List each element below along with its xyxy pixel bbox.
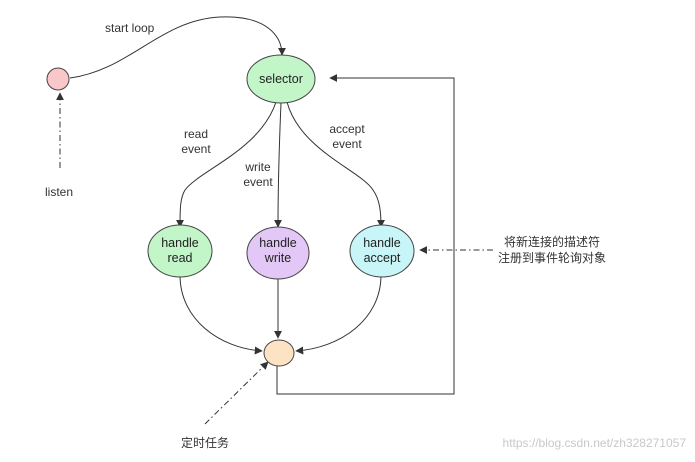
read-event-label-1: read <box>184 127 208 141</box>
edge-timer-task-to-join <box>204 361 269 425</box>
accept-event-label-1: accept <box>329 122 365 136</box>
register-note-line-1: 将新连接的描述符 <box>504 234 600 249</box>
read-event-label-2: event <box>181 142 211 156</box>
edge-handle-accept-to-join <box>295 274 382 355</box>
edge-join-loop-back-to-selector <box>276 74 455 395</box>
edge-selector-to-handle-accept <box>286 101 385 228</box>
handle-write-label-2: write <box>264 251 291 265</box>
listen-label: listen <box>45 185 73 199</box>
start-loop-label: start loop <box>105 21 155 35</box>
handle-accept-label-2: accept <box>364 251 401 265</box>
handle-write-label-1: handle <box>259 236 297 250</box>
edge-handle-read-to-join <box>179 274 263 355</box>
edge-selector-to-handle-read <box>176 101 277 228</box>
write-event-label-2: event <box>243 175 273 189</box>
join-node <box>263 339 295 367</box>
selector-node <box>246 54 316 104</box>
handle-accept-label-1: handle <box>363 236 401 250</box>
handle-read-label-2: read <box>167 251 192 265</box>
handle-read-node <box>147 224 213 278</box>
accept-event-label-2: event <box>332 137 362 151</box>
timer-task-label: 定时任务 <box>181 435 229 450</box>
handle-read-label-1: handle <box>161 236 199 250</box>
start-node <box>46 67 70 91</box>
selector-node-label: selector <box>259 72 303 86</box>
watermark: https://blog.csdn.net/zh328271057 <box>503 436 687 450</box>
edge-selector-to-handle-write <box>274 102 283 228</box>
write-event-label-1: write <box>244 160 271 174</box>
handle-accept-node <box>349 224 415 278</box>
handle-write-node <box>246 226 310 280</box>
register-note-line-2: 注册到事件轮询对象 <box>498 250 606 265</box>
edge-start-to-selector <box>69 16 286 79</box>
